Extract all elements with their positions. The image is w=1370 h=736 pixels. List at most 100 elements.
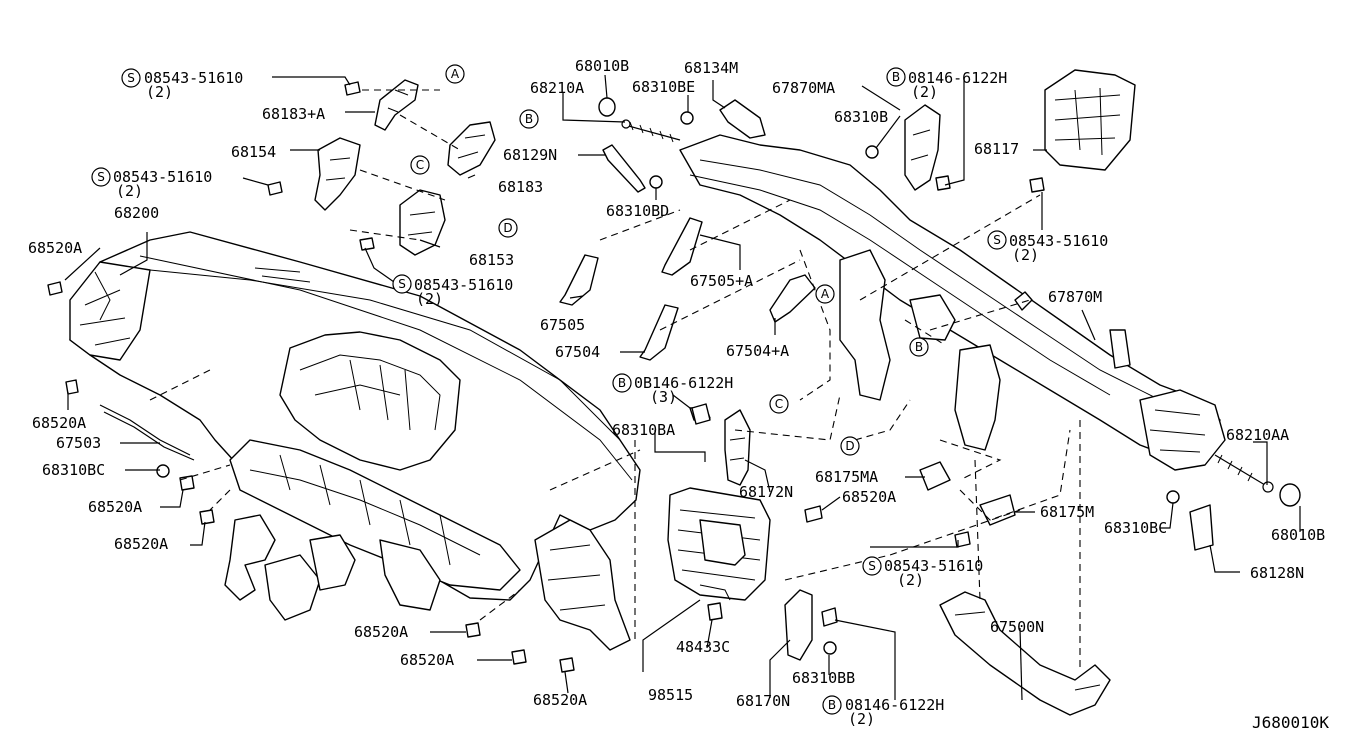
label-68520a-2: 68520A [32,414,86,432]
label-68175ma: 68175MA [815,468,878,486]
label-68175m: 68175M [1040,503,1094,521]
bracket-68129n [602,144,646,193]
label-qty-3: (2) [416,290,443,308]
ref-markers: S A B S C D S B S A B B C D S B [91,64,1007,715]
label-68183a: 68183+A [262,105,325,123]
bolt-68210a [621,119,681,143]
label-qty-7: (2) [897,571,924,589]
dashed-lines [149,89,1081,670]
steering-member-67870m [679,134,1226,471]
label-68200: 68200 [114,204,159,222]
ref-c-1: C [416,158,424,172]
ref-d-2: D [845,439,854,453]
label-68520a-8: 68520A [533,691,587,709]
ref-a-1: A [451,67,460,81]
label-qty-1: (2) [146,83,173,101]
bracket-68134m [719,99,766,139]
label-67504a: 67504+A [726,342,789,360]
bracket-68128n [1189,504,1214,551]
label-67870ma: 67870MA [772,79,835,97]
label-68154: 68154 [231,143,276,161]
label-68310bd: 68310BD [606,202,669,220]
cap-68010b-top [598,97,616,117]
label-68010b-right: 68010B [1271,526,1325,544]
ref-b-4: B [618,376,626,390]
label-08146-6122h-2: 0B146-6122H [634,374,733,392]
ref-b-1: B [525,112,533,126]
label-68310bc-left: 68310BC [42,461,105,479]
ref-c-2: C [775,397,783,411]
leader-lines [64,74,1301,701]
bracket-68175ma [919,461,951,491]
screws [47,81,1045,673]
nut-68310be [680,111,694,125]
ref-a-2: A [821,287,830,301]
label-68310b: 68310B [834,108,888,126]
ref-b-2: B [892,70,900,84]
nut-68310b [865,145,879,159]
label-67505a: 67505+A [690,272,753,290]
ref-s-2: S [97,170,105,184]
label-68310bb: 68310BB [792,669,855,687]
stay-67500n [939,591,1111,716]
label-68172n: 68172N [739,483,793,501]
label-08543-51610-3: 08543-51610 [414,276,513,294]
nut-68310bb [823,641,837,655]
label-68128n: 68128N [1250,564,1304,582]
label-qty-8: (2) [848,710,875,728]
label-68210a: 68210A [530,79,584,97]
label-68210aa: 68210AA [1226,426,1289,444]
brace-67505 [559,254,599,306]
label-68310be: 68310BE [632,78,695,96]
label-68010b-top: 68010B [575,57,629,75]
bracket-68154 [314,137,361,211]
label-67870m: 67870M [1048,288,1102,306]
label-67505: 67505 [540,316,585,334]
label-qty-4: (2) [911,83,938,101]
label-67503: 67503 [56,434,101,452]
bolt-68210aa [1214,454,1274,493]
label-68134m: 68134M [684,59,738,77]
harness-67503 [99,404,195,461]
instrument-panel-68200 [69,231,641,651]
ref-s-1: S [127,71,135,85]
label-68520a-6: 68520A [354,623,408,641]
label-qty-2: (2) [116,182,143,200]
label-68170n: 68170N [736,692,790,710]
label-08543-51610-4: 08543-51610 [1009,232,1108,250]
brace-67504a [769,274,816,323]
label-98515: 98515 [648,686,693,704]
label-08543-51610-2: 08543-51610 [113,168,212,186]
label-67500n: 67500N [990,618,1044,636]
label-68153: 68153 [469,251,514,269]
ref-b-5: B [828,698,836,712]
bracket-67870ma [904,104,941,191]
label-48433c: 48433C [676,638,730,656]
brace-67505a [661,217,703,276]
label-qty-6: (3) [650,388,677,406]
label-68520a-4: 68520A [842,488,896,506]
ref-s-4: S [993,233,1001,247]
bracket-68117 [1044,69,1136,171]
bracket-68153 [399,189,446,256]
label-68520a-5: 68520A [114,535,168,553]
ref-b-3: B [915,340,923,354]
nut-68310bd [649,175,663,189]
label-08146-6122h-3: 08146-6122H [845,696,944,714]
bracket-68175m [979,494,1016,526]
label-68129n: 68129N [503,146,557,164]
label-08146-6122h-1: 08146-6122H [908,69,1007,87]
label-08543-51610-5: 08543-51610 [884,557,983,575]
label-68520a-3: 68520A [88,498,142,516]
nut-68310bc-right [1166,490,1180,504]
ref-s-3: S [398,277,406,291]
label-68520a-1: 68520A [28,239,82,257]
label-08543-51610-1: 08543-51610 [144,69,243,87]
label-68310bc-right: 68310BC [1104,519,1167,537]
bracket-68172n [724,409,751,486]
label-68183: 68183 [498,178,543,196]
glove-box-lock-48433c [707,602,723,621]
label-qty-5: (2) [1012,246,1039,264]
ref-d-1: D [503,221,512,235]
